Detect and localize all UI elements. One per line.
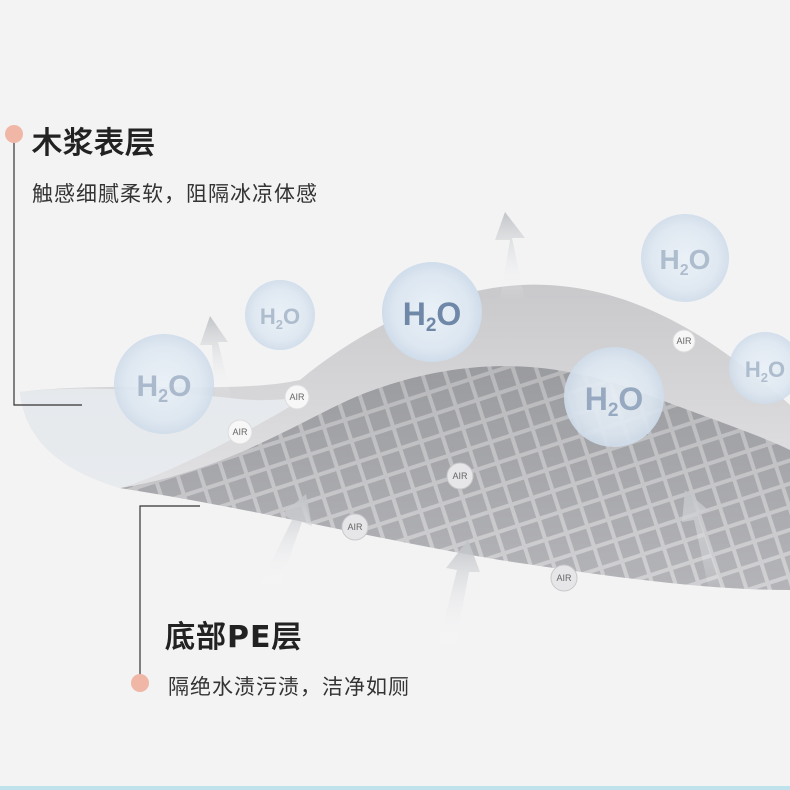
svg-text:AIR: AIR (347, 522, 363, 532)
arrow-up-icon (200, 316, 232, 400)
bottom-layer-dot (131, 674, 149, 692)
svg-text:H2O: H2O (136, 370, 191, 406)
air-bubble: AIR (341, 513, 369, 541)
svg-text:AIR: AIR (452, 471, 468, 481)
h2o-bubble: H2O (729, 332, 790, 404)
h2o-bubble: H2O (245, 280, 315, 350)
arrow-up-icon (260, 494, 312, 590)
film-edge (20, 388, 310, 488)
h2o-bubbles: H2O H2O H2O H2O H2O H2O (114, 214, 790, 447)
h2o-bubble: H2O (382, 262, 482, 362)
h2o-bubble: H2O (641, 214, 729, 302)
svg-text:AIR: AIR (676, 336, 692, 346)
air-bubble: AIR (446, 462, 474, 490)
air-bubbles: AIR AIR AIR AIR AIR AIR (227, 329, 696, 592)
top-layer-title: 木浆表层 (32, 126, 156, 161)
bottom-leader-line (139, 505, 200, 680)
air-bubble: AIR (284, 384, 310, 410)
svg-text:AIR: AIR (289, 392, 305, 402)
air-bubble: AIR (672, 329, 696, 353)
arrow-up-icon (682, 490, 724, 595)
top-leader-line (13, 138, 82, 406)
svg-text:H2O: H2O (403, 296, 462, 336)
air-bubble: AIR (550, 564, 578, 592)
airflow-arrows (200, 212, 724, 648)
bottom-border (0, 786, 790, 790)
top-layer-dot (5, 125, 23, 143)
svg-text:H2O: H2O (260, 304, 300, 332)
leader-lines (13, 138, 200, 680)
svg-text:AIR: AIR (232, 427, 248, 437)
h2o-bubble: H2O (564, 347, 664, 447)
bottom-layer-title: 底部PE层 (165, 620, 303, 655)
air-bubble: AIR (227, 419, 253, 445)
svg-text:H2O: H2O (660, 244, 711, 279)
svg-text:H2O: H2O (585, 381, 644, 421)
top-layer-description: 触感细腻柔软，阻隔冰凉体感 (32, 182, 318, 206)
arrow-up-icon (438, 540, 480, 648)
arrow-up-icon (495, 212, 525, 300)
bottom-layer-description: 隔绝水渍污渍，洁净如厕 (168, 675, 410, 699)
svg-text:H2O: H2O (745, 357, 785, 385)
h2o-bubble: H2O (114, 334, 214, 434)
svg-text:AIR: AIR (556, 573, 572, 583)
